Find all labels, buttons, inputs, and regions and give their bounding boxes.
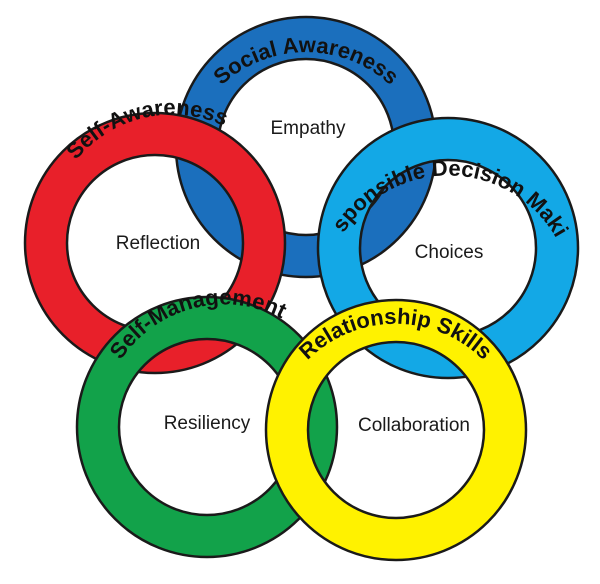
word-choices: Choices — [415, 242, 484, 263]
word-collaboration: Collaboration — [358, 415, 470, 436]
word-empathy: Empathy — [271, 118, 346, 139]
ring-outline-outer — [316, 116, 580, 380]
word-resiliency: Resiliency — [164, 413, 251, 434]
ring-outline-outer — [23, 111, 287, 375]
ring-outline-outer — [75, 295, 339, 559]
ring-relationship-skills-band — [266, 300, 526, 560]
ring-outline-outer — [264, 298, 528, 562]
ring-self-management-band — [77, 297, 337, 557]
ring-outline-inner — [306, 340, 486, 520]
word-reflection: Reflection — [116, 233, 201, 254]
